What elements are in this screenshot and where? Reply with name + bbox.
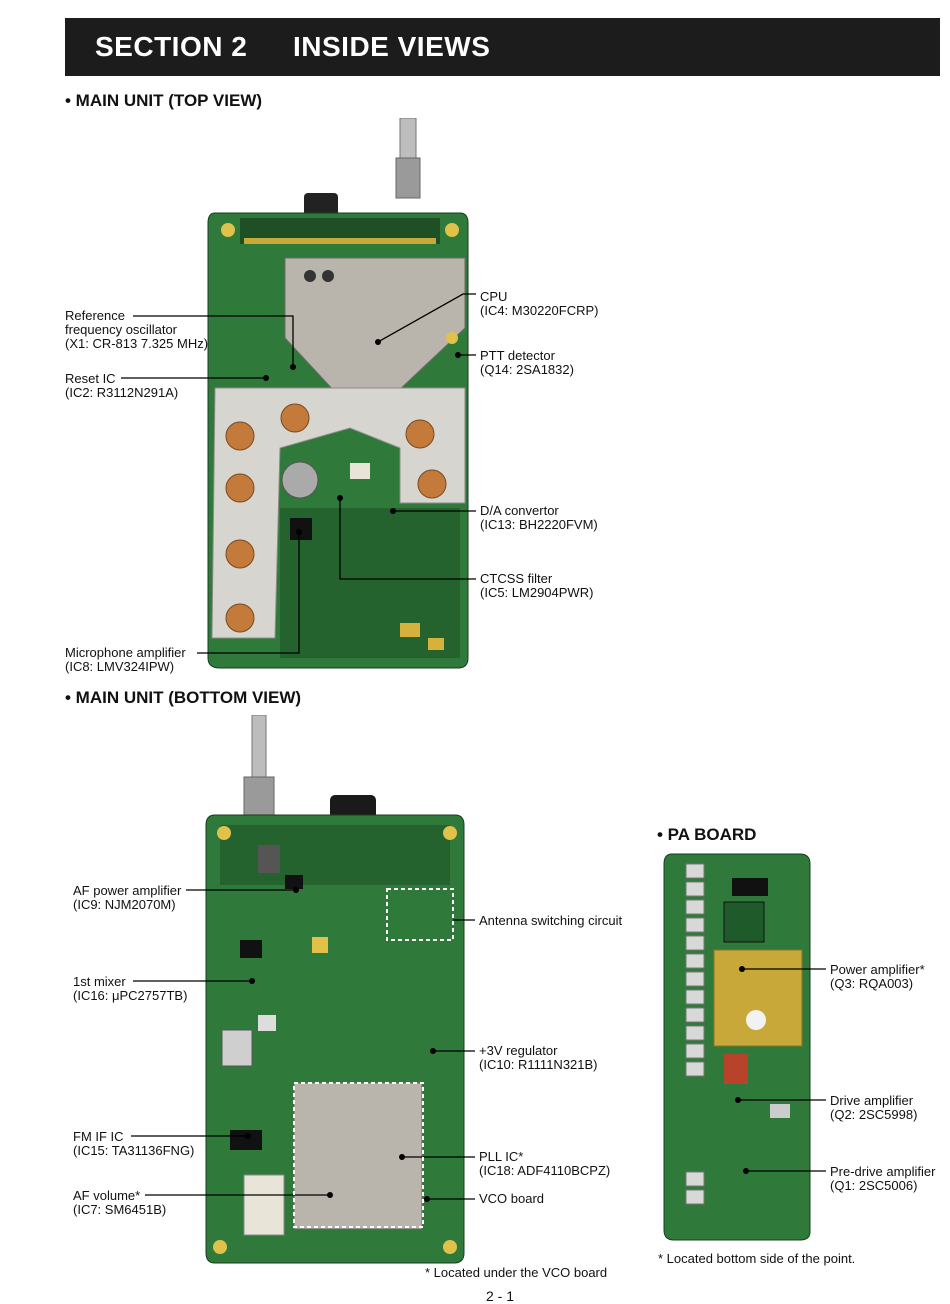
label-ctcss-filter: CTCSS filter (IC5: LM2904PWR) bbox=[480, 571, 594, 600]
label-antenna-switching: Antenna switching circuit bbox=[479, 913, 623, 928]
pa-board-photo bbox=[663, 853, 811, 1241]
label-drive-amplifier: Drive amplifier (Q2: 2SC5998) bbox=[830, 1093, 918, 1122]
label-fm-if-ic: FM IF IC (IC15: TA31136FNG) bbox=[73, 1129, 195, 1158]
bottom-view-heading: • MAIN UNIT (BOTTOM VIEW) bbox=[65, 688, 302, 707]
label-ptt-detector: PTT detector (Q14: 2SA1832) bbox=[480, 348, 574, 377]
vco-footnote: * Located under the VCO board bbox=[425, 1265, 608, 1280]
label-af-volume: AF volume* (IC7: SM6451B) bbox=[73, 1188, 167, 1217]
label-reset-ic: Reset IC (IC2: R3112N291A) bbox=[65, 371, 179, 400]
top-view-heading: • MAIN UNIT (TOP VIEW) bbox=[65, 91, 263, 110]
label-reference-oscillator: Reference frequency oscillator (X1: CR-8… bbox=[65, 308, 209, 351]
label-1st-mixer: 1st mixer (IC16: μPC2757TB) bbox=[73, 974, 188, 1003]
label-da-convertor: D/A convertor (IC13: BH2220FVM) bbox=[480, 503, 598, 532]
label-vco-board: VCO board bbox=[479, 1191, 545, 1206]
label-3v-regulator: +3V regulator (IC10: R1111N321B) bbox=[479, 1043, 598, 1072]
label-cpu: CPU (IC4: M30220FCRP) bbox=[480, 289, 599, 318]
section-number: SECTION 2 bbox=[95, 31, 248, 62]
bottom-view-board-photo bbox=[205, 715, 465, 1264]
section-header: SECTION 2 INSIDE VIEWS bbox=[65, 18, 940, 76]
pa-footnote: * Located bottom side of the point. bbox=[658, 1251, 856, 1266]
label-microphone-amplifier: Microphone amplifier (IC8: LMV324IPW) bbox=[65, 645, 186, 674]
label-predrive-amplifier: Pre-drive amplifier (Q1: 2SC5006) bbox=[830, 1164, 936, 1193]
label-af-power-amplifier: AF power amplifier (IC9: NJM2070M) bbox=[73, 883, 182, 912]
top-view-board-photo bbox=[207, 118, 469, 669]
pa-board-heading: • PA BOARD bbox=[657, 825, 757, 844]
section-title: INSIDE VIEWS bbox=[293, 31, 491, 62]
label-power-amplifier: Power amplifier* (Q3: RQA003) bbox=[830, 962, 925, 991]
label-pll-ic: PLL IC* (IC18: ADF4110BCPZ) bbox=[479, 1149, 611, 1178]
page-number: 2 - 1 bbox=[486, 1288, 515, 1304]
